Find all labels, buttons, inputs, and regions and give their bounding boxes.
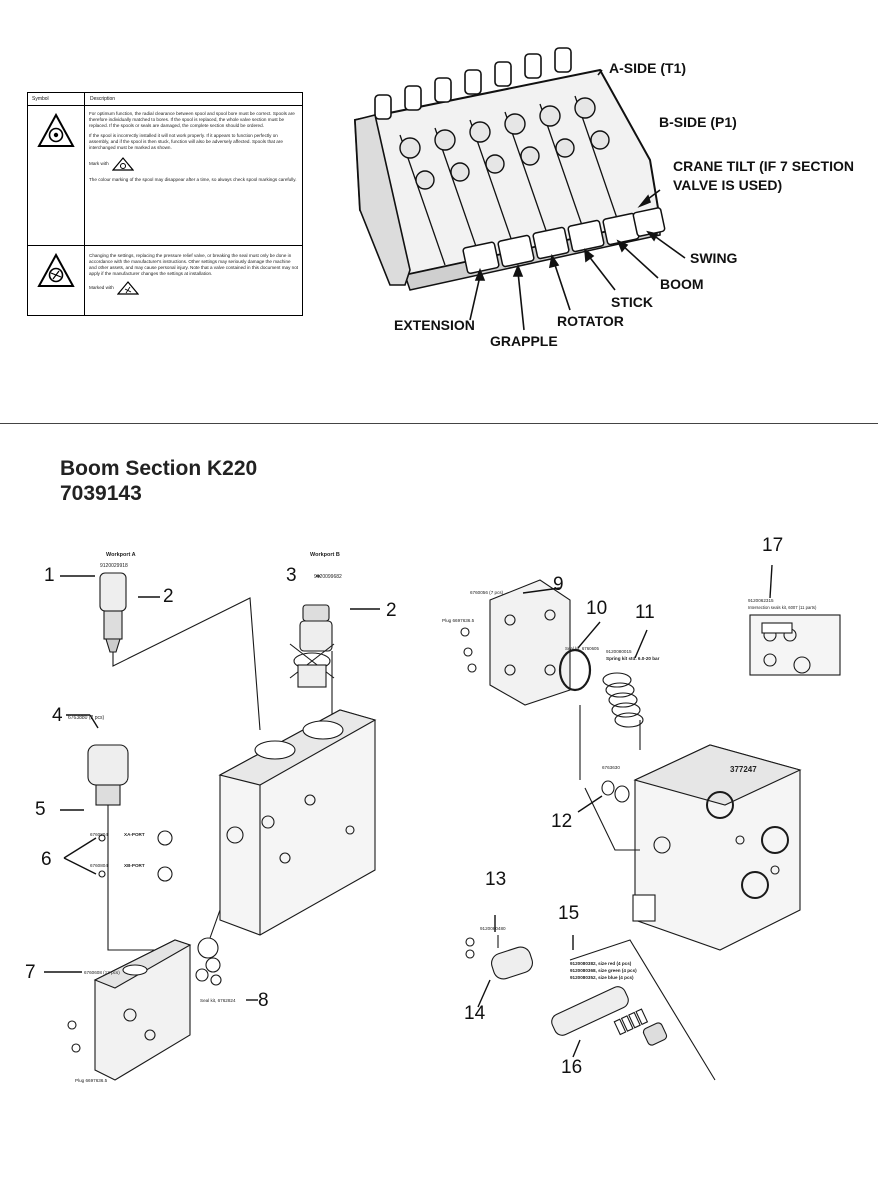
part-15-green: 9120080368, size green (4 pcs)	[570, 968, 637, 973]
callout-6: 6	[41, 849, 52, 870]
row2-para-1: Changing the settings, replacing the pre…	[89, 253, 299, 276]
part-10-label: Seal kit, 6760605	[565, 646, 599, 651]
part-6a-number: 6760804	[90, 832, 108, 837]
symbol-table-header: Symbol Description	[28, 93, 302, 106]
callout-3: 3	[286, 565, 297, 586]
workport-b-label: Workport B	[310, 552, 340, 558]
table-row-divider	[28, 245, 302, 246]
label-extension: EXTENSION	[394, 317, 475, 333]
row1-para-4: The colour marking of the spool may disa…	[89, 177, 297, 182]
label-grapple: GRAPPLE	[490, 333, 558, 349]
spool-warning-icon	[37, 113, 75, 147]
callout-10: 10	[586, 598, 608, 619]
label-stick: STICK	[611, 294, 653, 310]
row1-mark-line: Mark with	[89, 157, 299, 171]
callout-13: 13	[485, 869, 507, 890]
callout-5: 5	[35, 799, 46, 820]
mark-seal-icon	[116, 281, 139, 295]
callout-16: 16	[561, 1057, 583, 1078]
exploded-view-right: 6760056 (7 pcs) Plug 6697636.5 Seal kit,…	[442, 564, 841, 1081]
row1-para-2: If the spool is incorrectly installed it…	[89, 133, 283, 150]
label-crane-tilt: CRANE TILT (IF 7 SECTION	[673, 158, 854, 174]
section-part-number: 7039143	[60, 482, 142, 505]
section-divider	[0, 423, 878, 424]
part-11-number: 9120080015	[606, 649, 632, 654]
label-boom: BOOM	[660, 276, 704, 292]
callout-9: 9	[553, 574, 564, 595]
header-description: Description	[90, 96, 116, 102]
row1-para-1: For optimum function, the radial clearan…	[89, 111, 295, 128]
callout-11: 11	[635, 602, 655, 623]
row1-para-3: Mark with	[89, 161, 109, 166]
callout-15: 15	[558, 903, 580, 924]
label-a-side: A-SIDE (T1)	[609, 60, 686, 76]
part-12-number: 6763630	[602, 765, 620, 770]
part-17-kit: Intersection seals kit, 6007 (11 parts)	[748, 605, 817, 610]
row2-description: Changing the settings, replacing the pre…	[89, 253, 299, 295]
callout-17: 17	[762, 535, 784, 556]
section-title: Boom Section K220	[60, 457, 258, 480]
label-rotator: ROTATOR	[557, 313, 624, 329]
row2-mark-line: Marked with	[89, 281, 299, 295]
seal-warning-icon	[37, 253, 75, 287]
callout-2b: 2	[386, 600, 397, 621]
part-9-number: 6760056 (7 pcs)	[470, 590, 504, 595]
table-column-divider	[84, 93, 85, 315]
label-b-side: B-SIDE (P1)	[659, 114, 737, 130]
callout-12: 12	[551, 811, 573, 832]
part-6a-port: XA-PORT	[124, 832, 145, 837]
part-7-number: 6760608 (13 pcs)	[84, 970, 120, 975]
row2-para-2: Marked with	[89, 285, 114, 290]
part-4-number: 6763880 (2 pcs)	[68, 715, 104, 721]
row1-description: For optimum function, the radial clearan…	[89, 111, 299, 183]
part-13-number: 9120080480	[480, 926, 506, 931]
part-11-spring: Spring kit std. 6.0-20 bar	[606, 656, 660, 661]
part-6b-number: 6760804	[90, 863, 108, 868]
label-swing: SWING	[690, 250, 738, 266]
workport-a-label: Workport A	[106, 552, 136, 558]
callout-8: 8	[258, 990, 269, 1011]
label-crane-tilt-2: VALVE IS USED)	[673, 177, 783, 193]
spool-mark-label: 377247	[730, 765, 757, 774]
header-symbol: Symbol	[32, 96, 49, 102]
part-1-number: 9120029918	[100, 563, 128, 569]
part-6b-port: XB-PORT	[124, 863, 145, 868]
callout-4: 4	[52, 705, 63, 726]
callout-7: 7	[25, 962, 36, 983]
callout-1: 1	[44, 565, 55, 586]
part-15-blue: 9120080352, size blue (4 pcs)	[570, 975, 634, 980]
part-15-red: 9120080382, size red (4 pcs)	[570, 961, 632, 966]
plug-label: Plug 6697636.5	[75, 1078, 108, 1083]
symbol-table: Symbol Description For optimum function,…	[27, 92, 303, 316]
part-3-number: 9120099682	[314, 574, 342, 580]
mark-triangle-icon	[111, 157, 134, 171]
plug2-label: Plug 6697636.5	[442, 618, 475, 623]
exploded-view-left: Workport A 9120029918 Workport B 9120099…	[44, 552, 380, 1083]
callout-2a: 2	[163, 586, 174, 607]
callout-14: 14	[464, 1003, 486, 1024]
part-8-label: Seal kit, 6762824	[200, 998, 236, 1003]
part-17-number: 9120062315	[748, 598, 774, 603]
valve-block-illustration	[353, 47, 686, 331]
